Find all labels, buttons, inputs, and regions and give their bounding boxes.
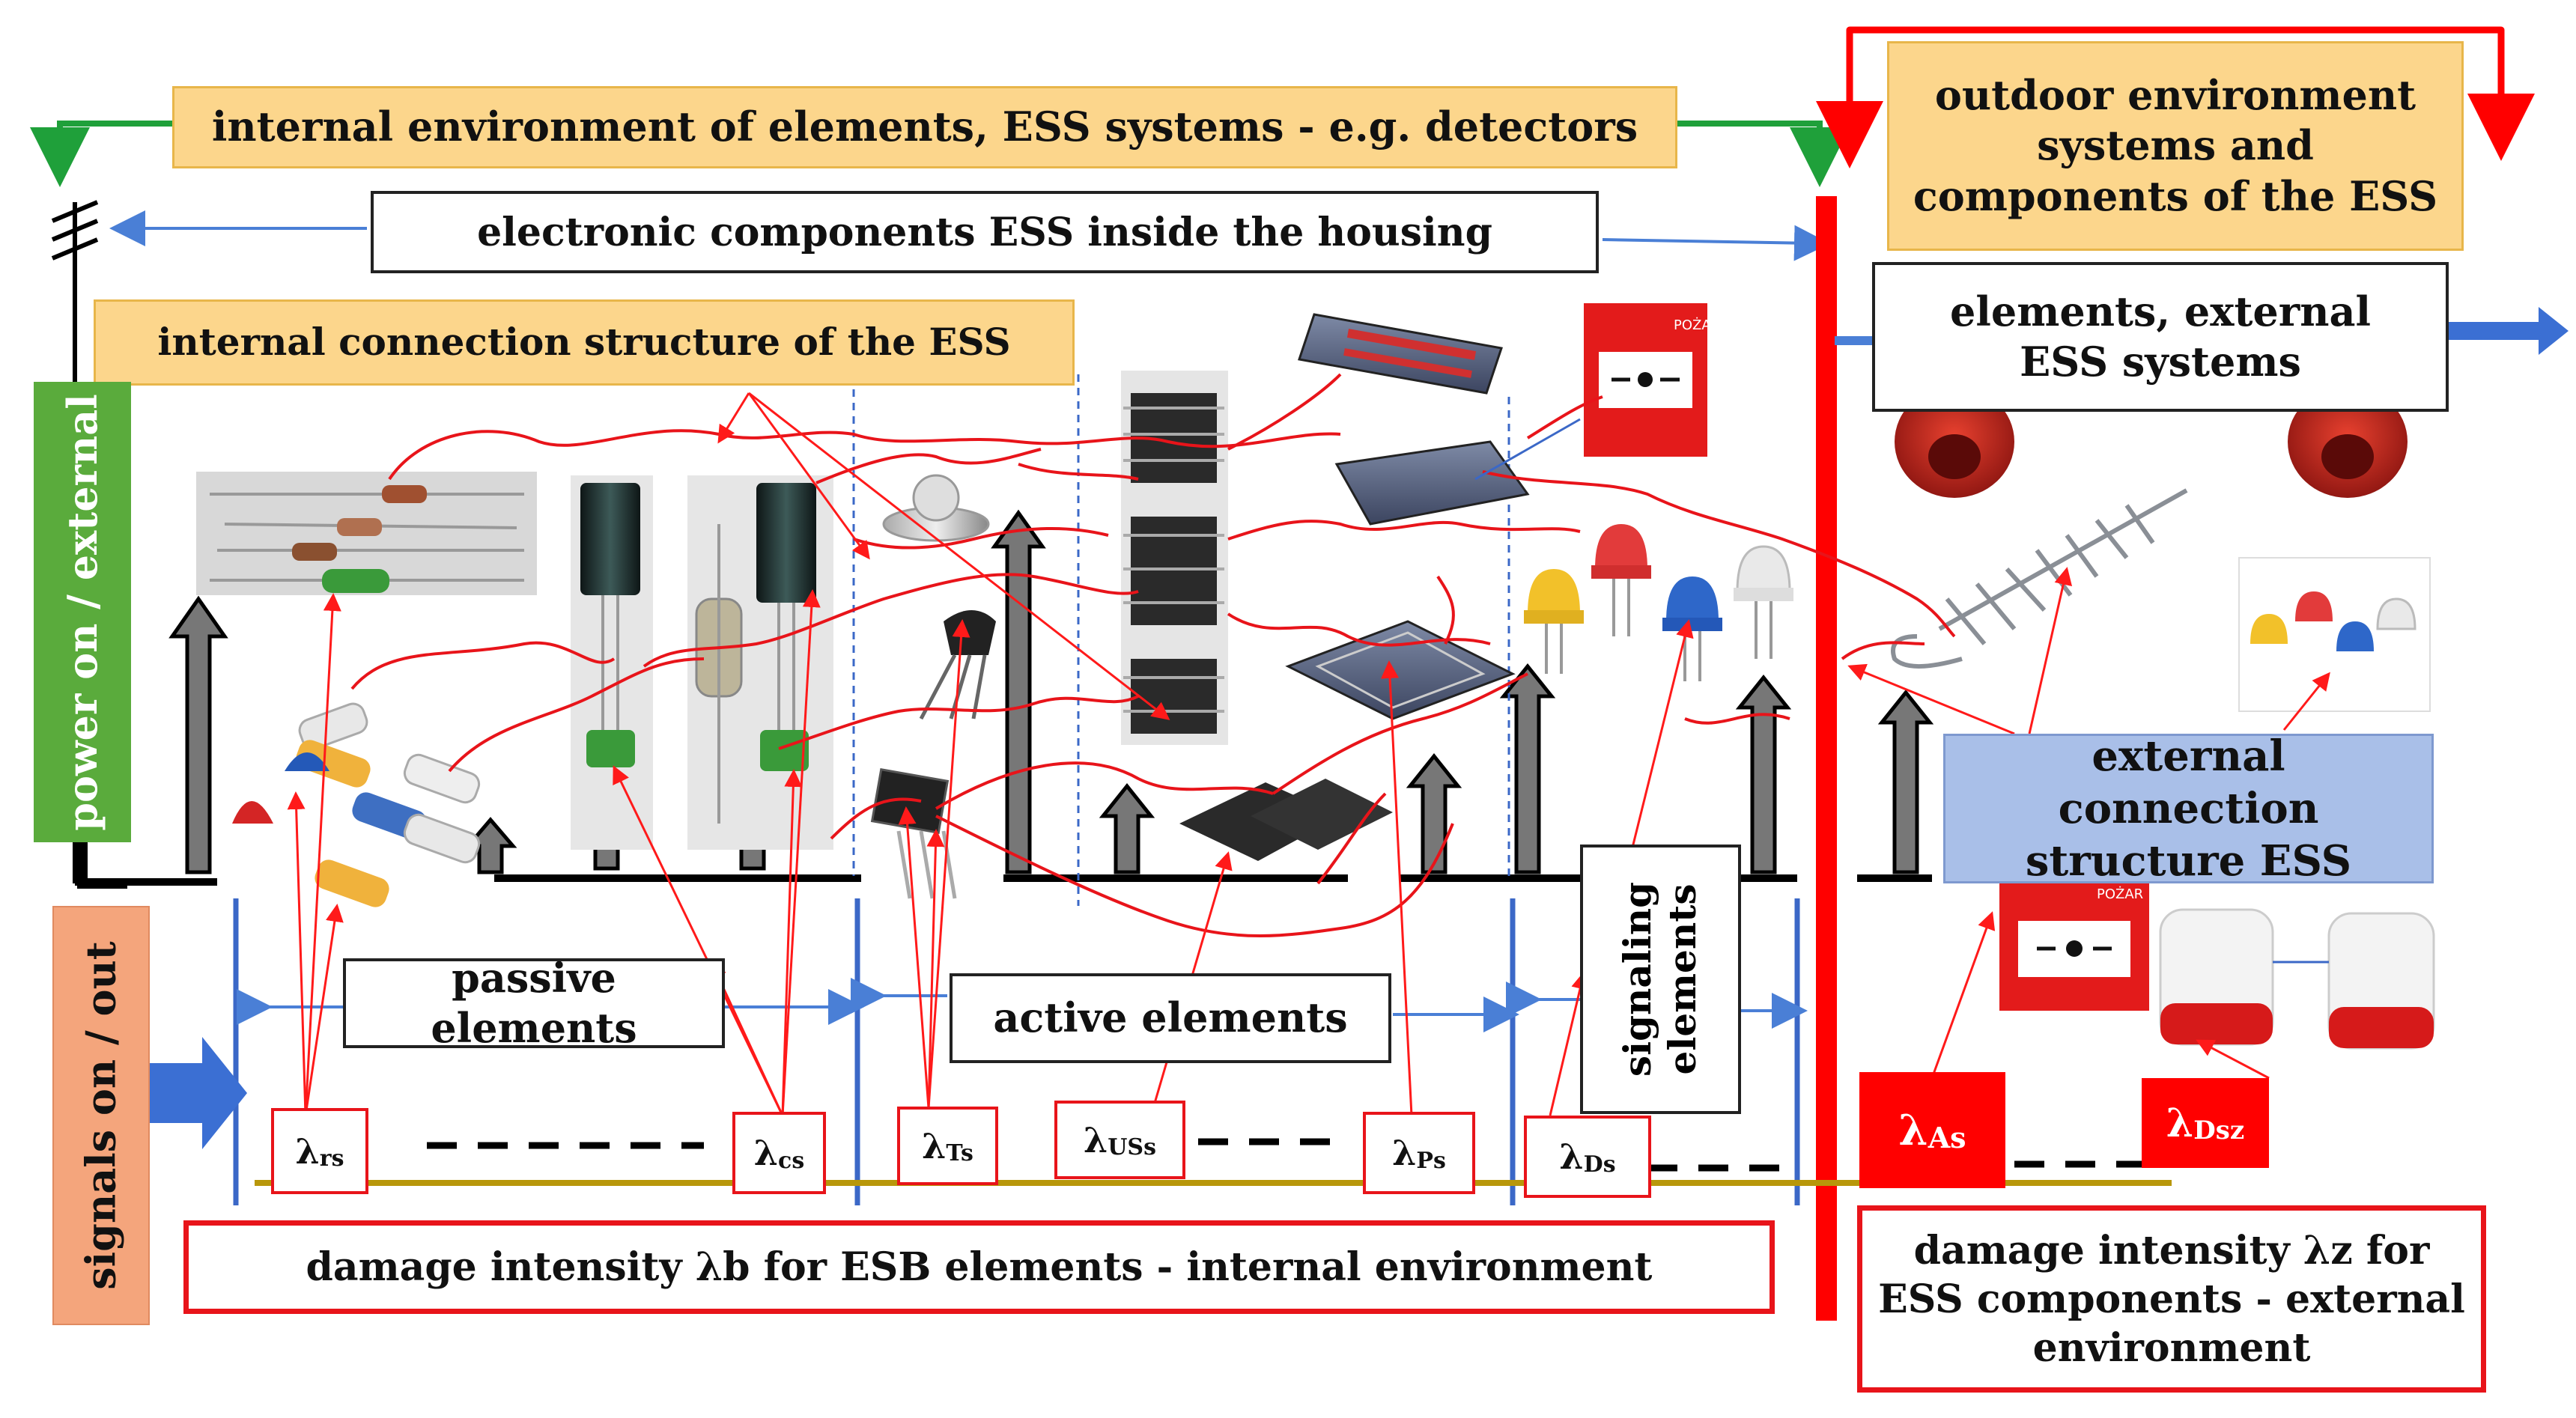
boundary-bar: [1816, 196, 1837, 1321]
active-elements-text: active elements: [993, 993, 1348, 1042]
damage-internal-text: damage intensity λb for ESB elements - i…: [306, 1244, 1653, 1290]
loose-components: [232, 702, 481, 907]
red-bracket-arrow: [1816, 26, 2535, 168]
lambda-subscript: cs: [778, 1147, 805, 1174]
lambda-symbol: λ: [1084, 1119, 1108, 1160]
lambda-symbol: λ: [1392, 1133, 1417, 1173]
lambda-symbol: λ: [2166, 1100, 2194, 1146]
internal-connection-text: internal connection structure of the ESS: [157, 320, 1011, 365]
led-icon: [1524, 524, 1793, 681]
power-text: power on / external: [58, 393, 107, 831]
wiring: [350, 373, 1956, 937]
signaling-elements-text: signaling elements: [1615, 881, 1705, 1077]
lambda-symbol: λ: [1898, 1105, 1928, 1155]
outdoor-env-text: outdoor environment systems and componen…: [1913, 70, 2438, 220]
lambda-subscript: rs: [319, 1145, 344, 1172]
siren-icon: [1895, 386, 2408, 498]
lambda-subscript: USs: [1108, 1134, 1156, 1160]
signals-label: signals on / out: [52, 906, 150, 1325]
chip-icon: [1121, 371, 1228, 745]
signals-text: signals on / out: [77, 941, 125, 1290]
lambda-subscript: Dsz: [2193, 1116, 2245, 1145]
internal-env-label: internal environment of elements, ESS sy…: [172, 86, 1677, 168]
passive-elements-label: passive elements: [343, 954, 725, 1052]
siren-icon: [2159, 908, 2435, 1050]
electronic-components-text: electronic components ESS inside the hou…: [477, 209, 1492, 255]
lambda-pointers: [287, 392, 2330, 1116]
lambda-symbol: λ: [753, 1133, 779, 1173]
pozar-text: POŻAR: [1674, 317, 1720, 333]
call-point-icon: POŻAR: [1584, 303, 1720, 457]
lambda-subscript: Ps: [1416, 1147, 1446, 1174]
pozar-text: POŻAR: [2097, 886, 2143, 902]
damage-external-label: damage intensity λz for ESS components -…: [1857, 1205, 2486, 1393]
outdoor-env-label: outdoor environment systems and componen…: [1887, 41, 2464, 251]
active-elements-label: active elements: [950, 973, 1391, 1063]
resistor-icon: [196, 472, 537, 595]
led-icon: [2238, 557, 2431, 712]
electronic-components-label: electronic components ESS inside the hou…: [371, 191, 1599, 273]
lambda-subscript: Ds: [1583, 1151, 1616, 1178]
passive-elements-text: passive elements: [431, 953, 637, 1053]
external-connection-label: external connection structure ESS: [1943, 731, 2434, 886]
internal-connection-label: internal connection structure of the ESS: [94, 299, 1075, 386]
lambda-subscript: Ts: [946, 1140, 973, 1166]
internal-env-text: internal environment of elements, ESS sy…: [211, 103, 1638, 151]
signaling-elements-label: signaling elements: [1580, 845, 1741, 1114]
chip-icon: [1179, 313, 1530, 861]
external-elements-text: elements, external ESS systems: [1950, 287, 2371, 386]
external-elements-label: elements, external ESS systems: [1872, 262, 2449, 412]
lambda-subscript: As: [1928, 1121, 1966, 1154]
yagi-antenna-icon: [1891, 488, 2188, 669]
lambda-symbol: λ: [295, 1131, 320, 1172]
call-point-icon: POŻAR: [1999, 876, 2149, 1011]
lambda-symbol: λ: [922, 1125, 947, 1166]
damage-internal-label: damage intensity λb for ESB elements - i…: [183, 1220, 1775, 1314]
lambda-symbol: λ: [1559, 1136, 1584, 1177]
power-label: power on / external: [34, 382, 131, 842]
damage-external-text: damage intensity λz for ESS components -…: [1878, 1227, 2465, 1371]
external-connection-text: external connection structure ESS: [2025, 731, 2352, 886]
